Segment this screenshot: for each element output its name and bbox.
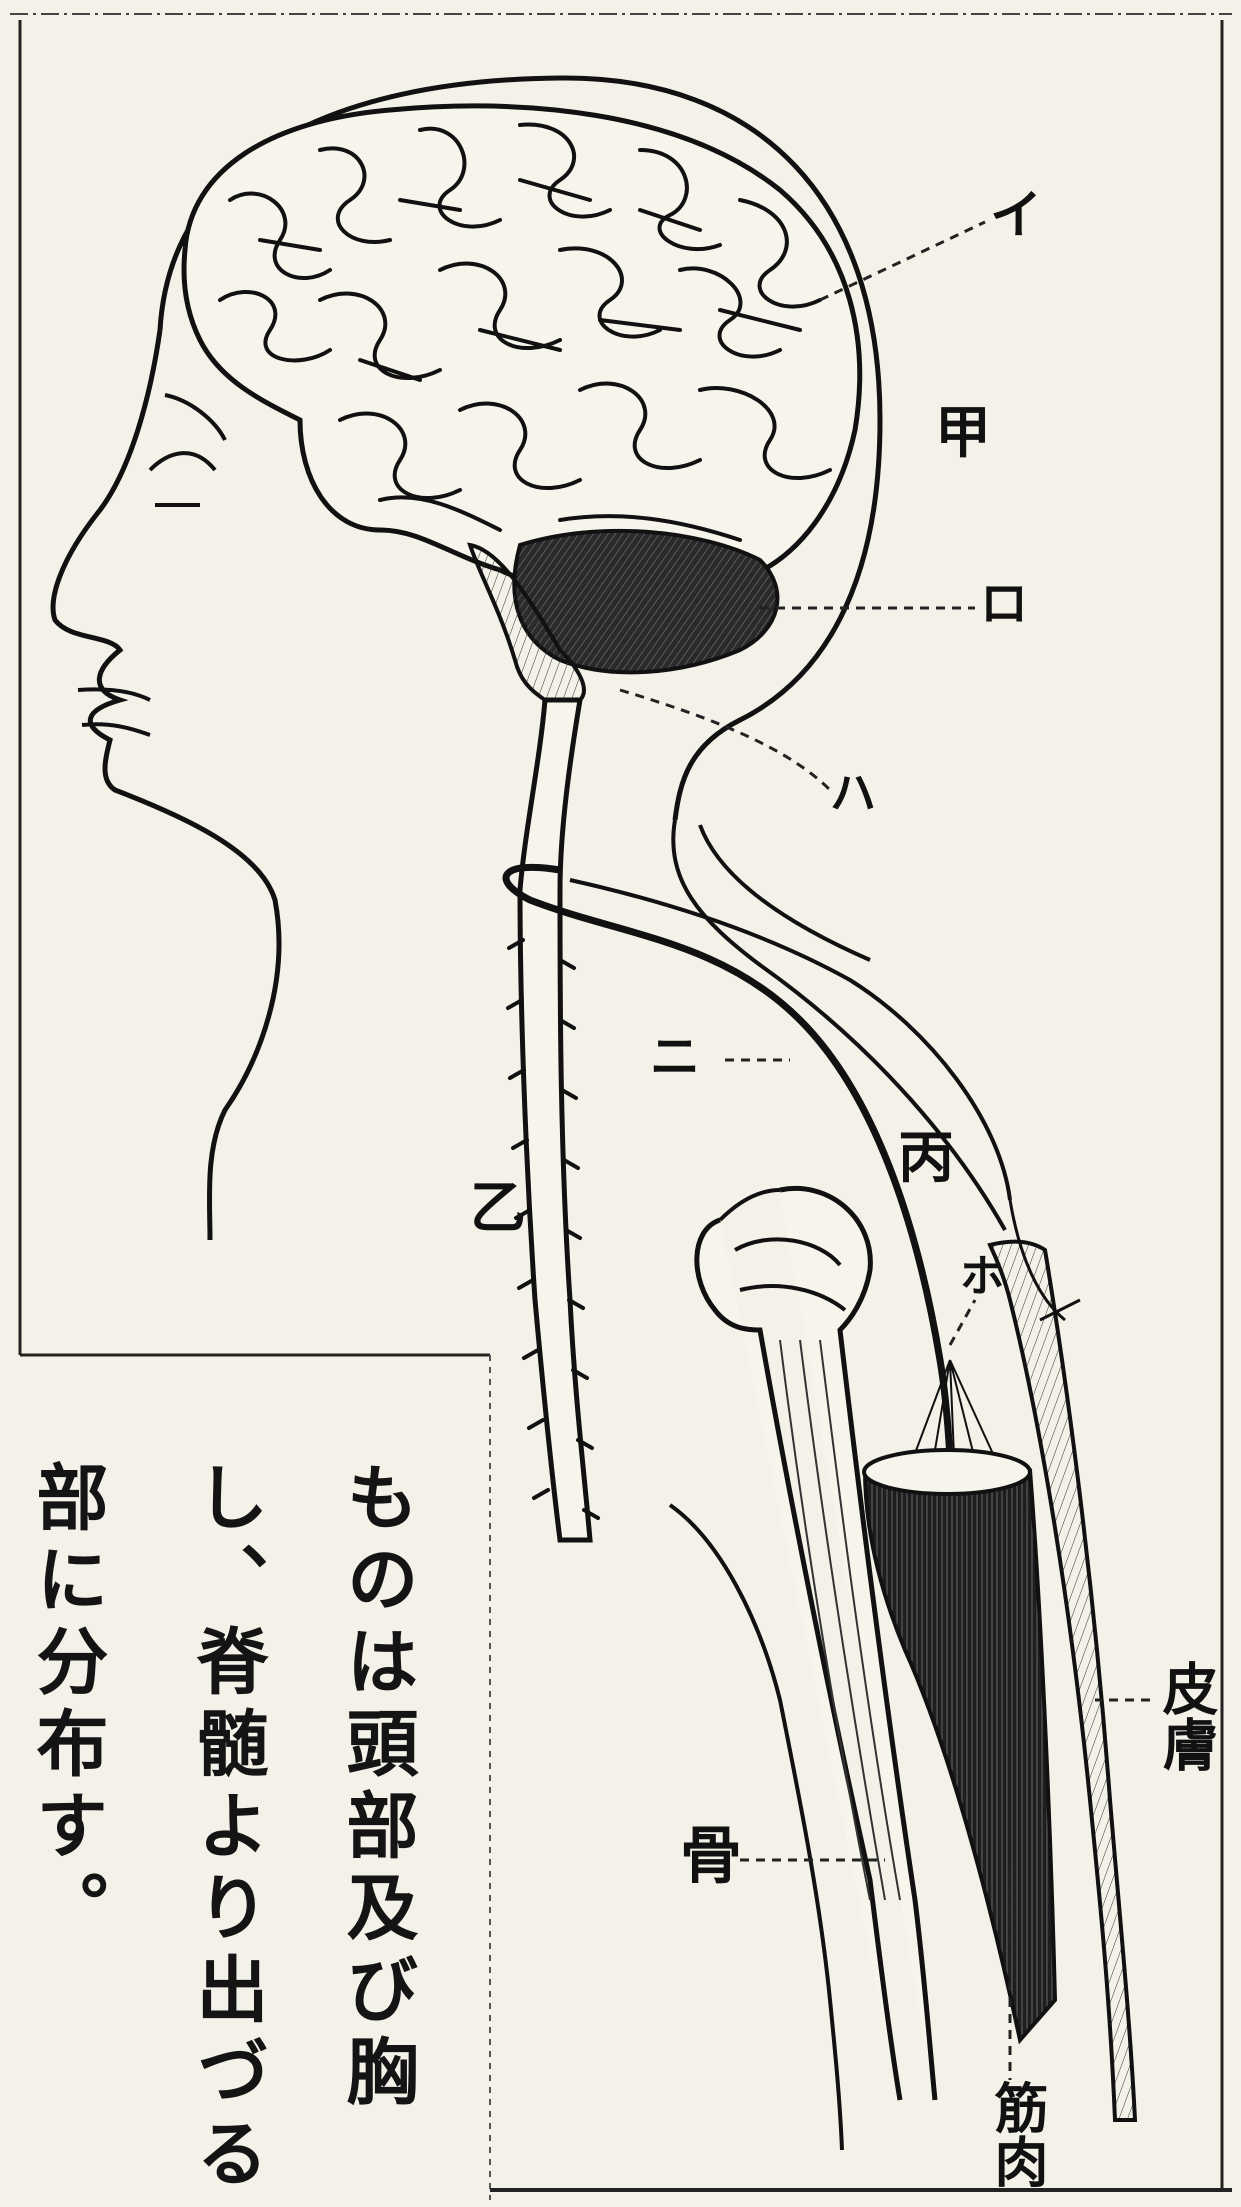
eye-detail bbox=[150, 395, 225, 505]
label-ho: ホ bbox=[960, 1255, 1004, 1299]
muscle-cross-section bbox=[864, 1450, 1030, 1494]
neck-front-outline bbox=[700, 825, 870, 960]
text-column-1: ものは頭部及び胸 bbox=[340, 1460, 412, 2116]
label-bone: 骨 bbox=[680, 1825, 742, 1887]
spinal-cord bbox=[520, 700, 590, 1540]
label-otsu: 乙 bbox=[470, 1180, 526, 1236]
text-column-2: し、脊髄より出づる bbox=[190, 1460, 262, 2198]
bone bbox=[697, 1188, 935, 2100]
text-column-3: 部に分布す。 bbox=[30, 1460, 102, 1952]
label-ko: 甲 bbox=[935, 405, 991, 461]
label-i: イ bbox=[990, 190, 1042, 242]
neck-back-outline bbox=[673, 820, 1005, 1230]
label-skin: 皮膚 bbox=[1158, 1660, 1214, 1772]
label-muscle: 筋肉 bbox=[990, 2080, 1044, 2188]
label-ro: ロ bbox=[980, 580, 1028, 628]
label-ni: ニ bbox=[650, 1032, 700, 1082]
label-hei: 丙 bbox=[898, 1130, 954, 1186]
label-ha: ハ bbox=[830, 770, 876, 816]
